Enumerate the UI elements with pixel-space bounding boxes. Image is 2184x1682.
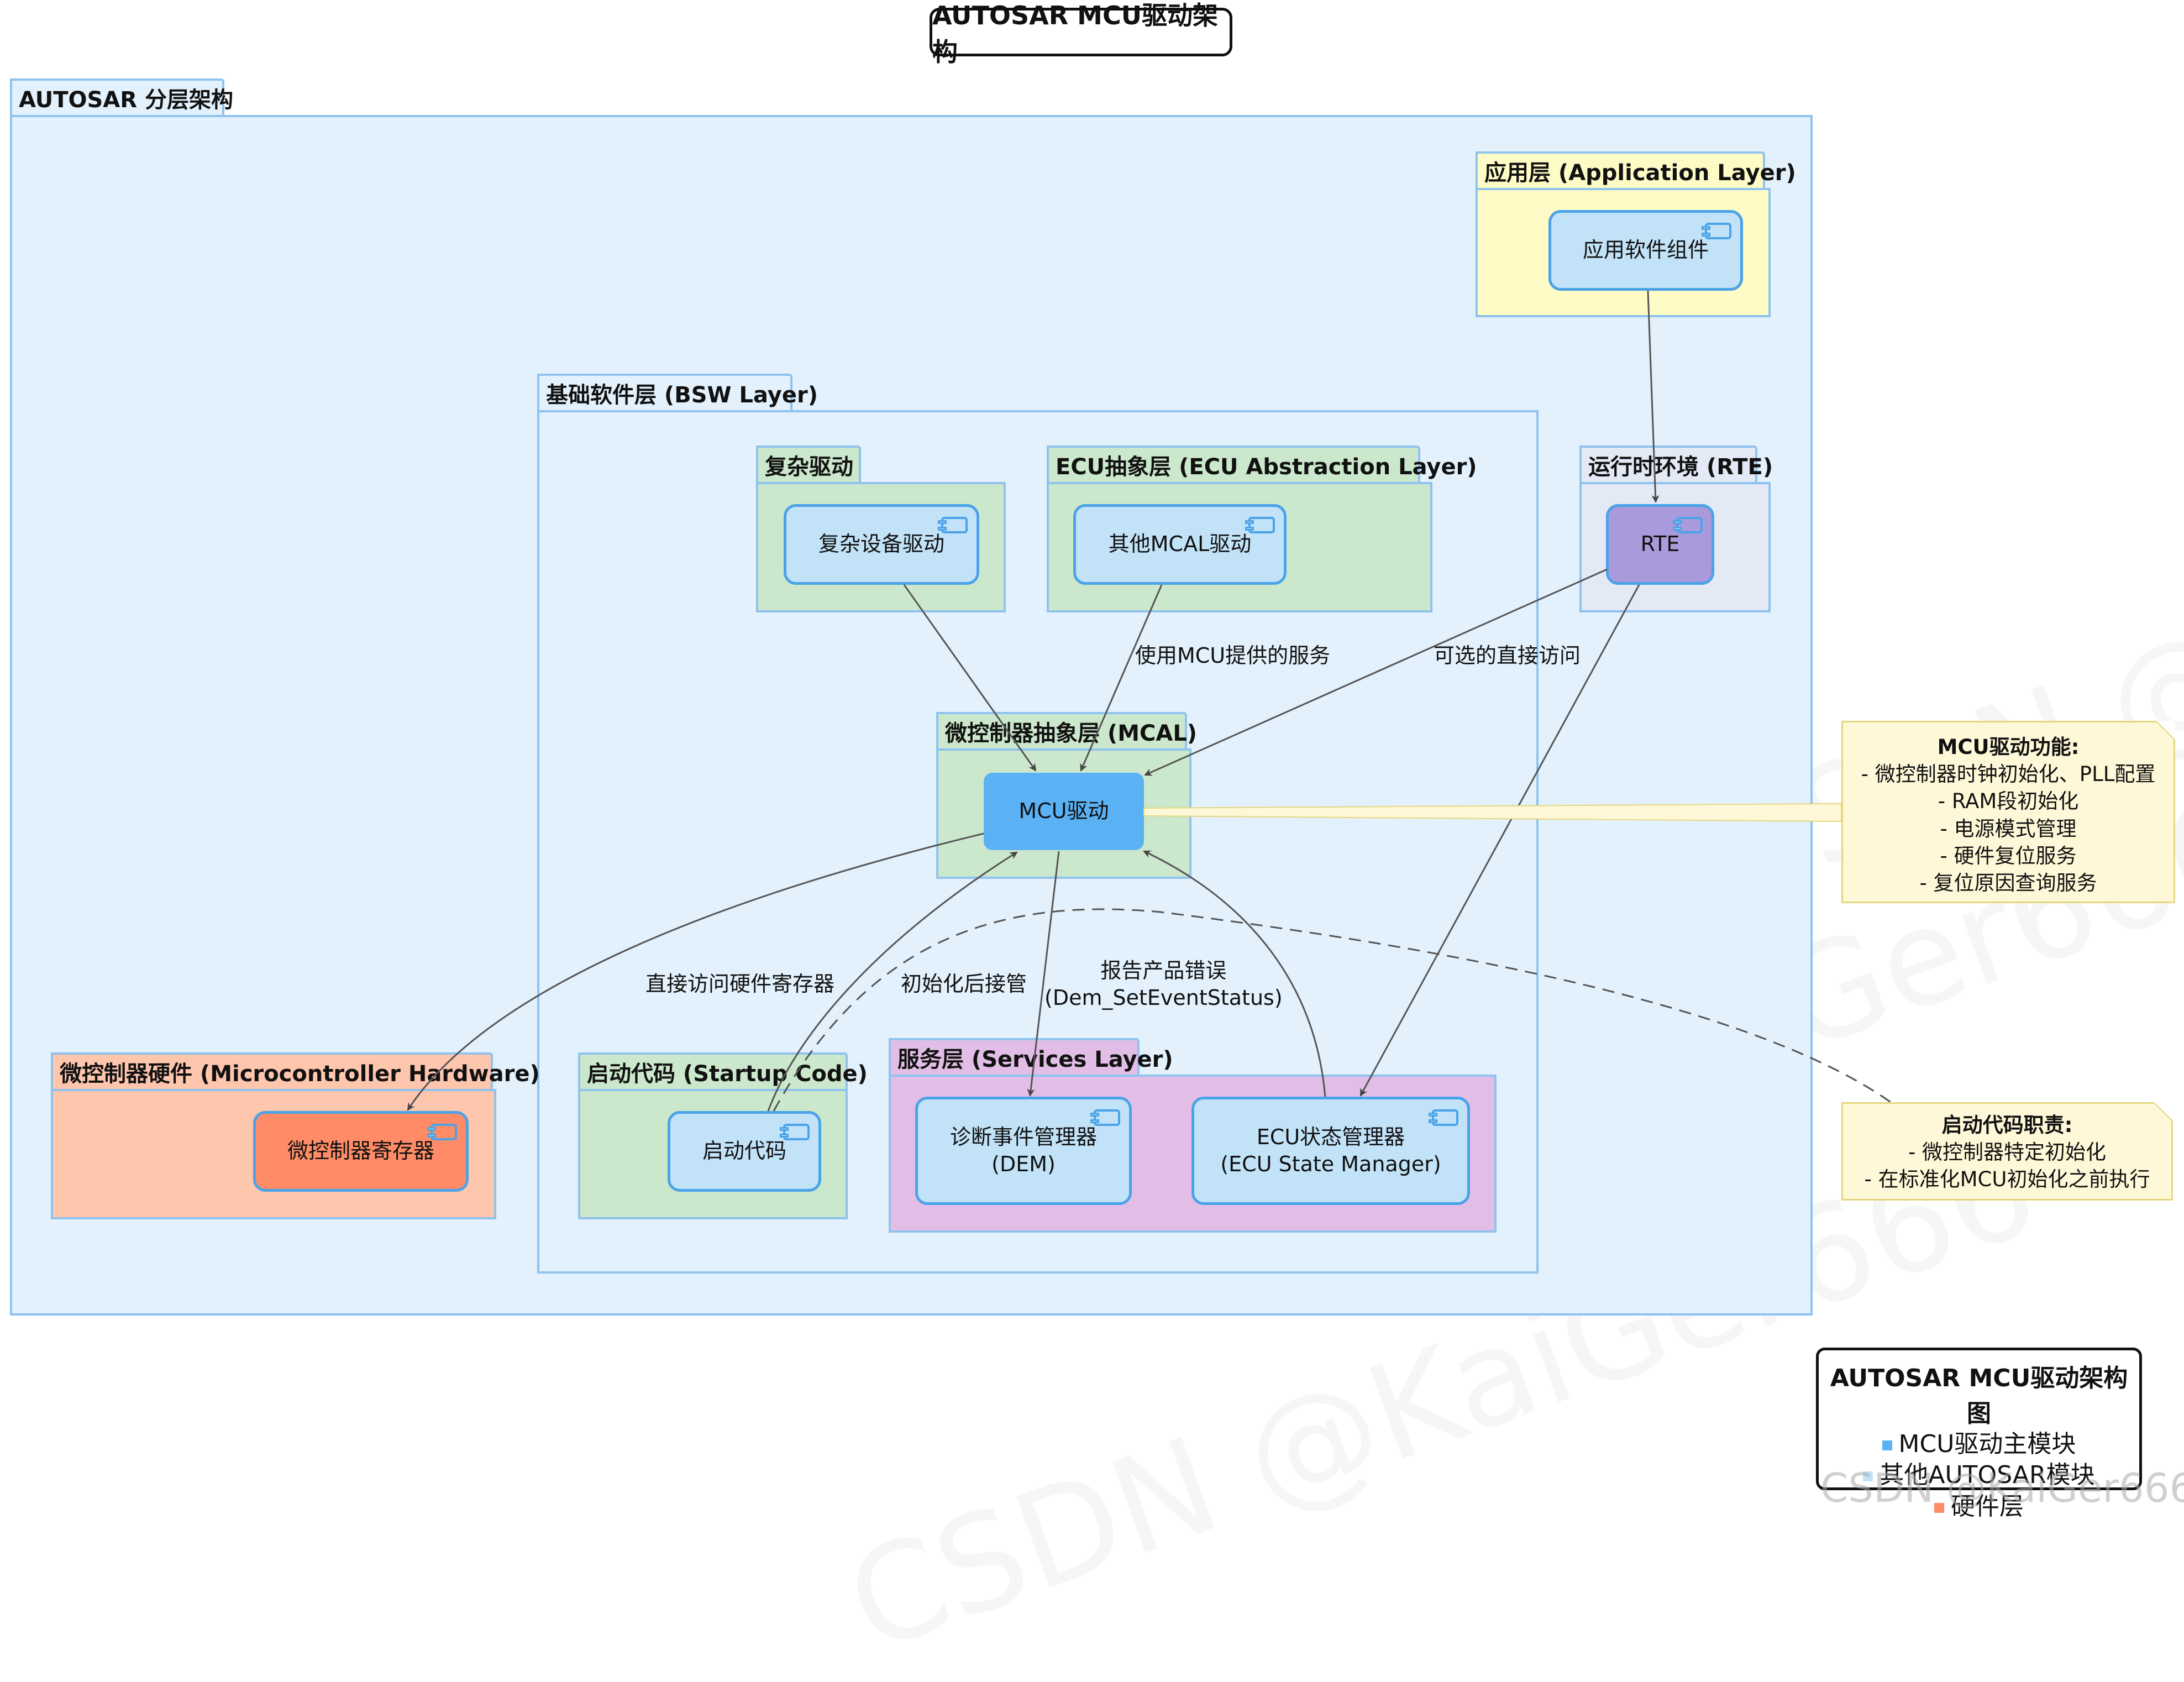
edge-label-use-mcu-services: 使用MCU提供的服务: [1135, 643, 1331, 668]
note-line: - 硬件复位服务: [1940, 843, 2077, 868]
diagram-edges: [407, 290, 1893, 1112]
legend-label: 其他AUTOSAR模块: [1880, 1461, 2095, 1490]
component-mcu-driver[interactable]: MCU驱动: [984, 773, 1144, 850]
package-tab-complex-drivers: 复杂驱动: [756, 446, 861, 482]
component-other-mcal-drivers[interactable]: 其他MCAL驱动: [1073, 504, 1287, 585]
legend: AUTOSAR MCU驱动架构图 MCU驱动主模块 其他AUTOSAR模块 硬件…: [1816, 1348, 2142, 1521]
component-icon: [1245, 517, 1275, 533]
note-line: - 复位原因查询服务: [1919, 871, 2097, 895]
legend-label: MCU驱动主模块: [1898, 1430, 2076, 1458]
component-microcontroller-registers[interactable]: 微控制器寄存器: [253, 1111, 469, 1192]
legend-swatch: [1934, 1502, 1944, 1513]
component-application-swc[interactable]: 应用软件组件: [1548, 210, 1743, 291]
component-startup-code[interactable]: 启动代码: [668, 1111, 821, 1192]
legend-label: 硬件层: [1951, 1492, 2024, 1521]
component-label: 其他MCAL驱动: [1108, 532, 1252, 557]
legend-item: 硬件层: [1819, 1491, 2139, 1522]
component-label-line: 诊断事件管理器: [949, 1124, 1097, 1149]
component-label: 应用软件组件: [1582, 238, 1709, 263]
edge-label-line: 报告产品错误: [1100, 958, 1227, 983]
edge-cdd-to-mcu: [903, 584, 1037, 772]
edge-mcu-to-dem: [1027, 851, 1060, 1097]
component-icon: [938, 517, 968, 533]
component-icon: [1090, 1109, 1120, 1126]
component-ecu-state-manager[interactable]: ECU状态管理器 (ECU State Manager): [1191, 1097, 1470, 1205]
component-complex-device-driver[interactable]: 复杂设备驱动: [784, 504, 979, 585]
edge-label-report-error: 报告产品错误 (Dem_SetEventStatus): [1044, 957, 1283, 1012]
package-tab-bsw-layer: 基础软件层 (BSW Layer): [537, 374, 818, 410]
component-label-line: ECU状态管理器: [1256, 1124, 1405, 1149]
note-line: - 微控制器特定初始化: [1908, 1140, 2107, 1165]
watermark-corner: CSDN @KaiGer666: [1820, 1465, 2184, 1511]
component-label: 微控制器寄存器: [287, 1139, 434, 1164]
component-label: 启动代码: [702, 1139, 786, 1164]
note-title: 启动代码职责:: [1941, 1113, 2073, 1137]
note-startup-code-duties: 启动代码职责: - 微控制器特定初始化 - 在标准化MCU初始化之前执行: [1841, 1102, 2173, 1201]
edge-label-handover-after-init: 初始化后接管: [901, 972, 1027, 996]
note-connector-startup-duties: [773, 908, 1893, 1112]
component-label: 诊断事件管理器 (DEM): [950, 1124, 1097, 1178]
package-tab-application-layer: 应用层 (Application Layer): [1476, 151, 1796, 188]
legend-title: AUTOSAR MCU驱动架构图: [1830, 1364, 2128, 1428]
component-label: MCU驱动: [1019, 799, 1109, 824]
edge-label-line: (Dem_SetEventStatus): [1044, 986, 1283, 1010]
edge-rte-to-ecum: [1359, 584, 1640, 1097]
component-icon: [1673, 517, 1703, 533]
package-tab-startup-code: 启动代码 (Startup Code): [578, 1052, 868, 1089]
edge-swc-to-rte: [1647, 290, 1660, 503]
package-tab-microcontroller-hardware: 微控制器硬件 (Microcontroller Hardware): [51, 1052, 540, 1089]
note-connector-mcu-functions: [1143, 803, 1842, 822]
edge-mcu-to-registers: [407, 832, 984, 1111]
edge-mcal-to-mcu: [1080, 584, 1163, 772]
edge-label-direct-hw-access: 直接访问硬件寄存器: [645, 972, 835, 996]
component-dem[interactable]: 诊断事件管理器 (DEM): [915, 1097, 1132, 1205]
note-line: - RAM段初始化: [1938, 789, 2079, 814]
legend-swatch: [1882, 1440, 1892, 1450]
component-label-line: (DEM): [991, 1152, 1056, 1176]
legend-swatch: [1863, 1471, 1873, 1482]
legend-item: 其他AUTOSAR模块: [1819, 1460, 2139, 1491]
component-label: RTE: [1640, 532, 1680, 557]
edge-ecum-to-mcu: [1143, 850, 1326, 1097]
note-line: - 微控制器时钟初始化、PLL配置: [1861, 762, 2156, 787]
note-mcu-driver-functions: MCU驱动功能: - 微控制器时钟初始化、PLL配置 - RAM段初始化 - 电…: [1841, 721, 2175, 903]
component-rte[interactable]: RTE: [1606, 504, 1714, 585]
component-label-line: (ECU State Manager): [1220, 1152, 1441, 1176]
package-tab-ecu-abstraction: ECU抽象层 (ECU Abstraction Layer): [1047, 446, 1477, 482]
note-line: - 电源模式管理: [1940, 816, 2077, 841]
note-title: MCU驱动功能:: [1937, 735, 2080, 759]
note-fold: [2156, 721, 2175, 740]
edge-label-optional-direct-access: 可选的直接访问: [1434, 643, 1581, 668]
component-icon: [1429, 1109, 1458, 1126]
package-tab-autosar: AUTOSAR 分层架构: [10, 78, 233, 115]
component-icon: [780, 1124, 810, 1140]
package-tab-mcal: 微控制器抽象层 (MCAL): [936, 712, 1197, 748]
component-label: 复杂设备驱动: [818, 532, 944, 557]
note-fold: [2154, 1102, 2173, 1121]
note-line: - 在标准化MCU初始化之前执行: [1864, 1167, 2150, 1192]
edge-rte-to-mcu: [1144, 568, 1608, 776]
legend-item: MCU驱动主模块: [1819, 1429, 2139, 1460]
component-icon: [427, 1124, 457, 1140]
component-label: ECU状态管理器 (ECU State Manager): [1220, 1124, 1441, 1178]
package-tab-rte: 运行时环境 (RTE): [1579, 446, 1773, 482]
component-icon: [1702, 223, 1731, 239]
edge-startup-to-mcu: [767, 851, 1018, 1112]
